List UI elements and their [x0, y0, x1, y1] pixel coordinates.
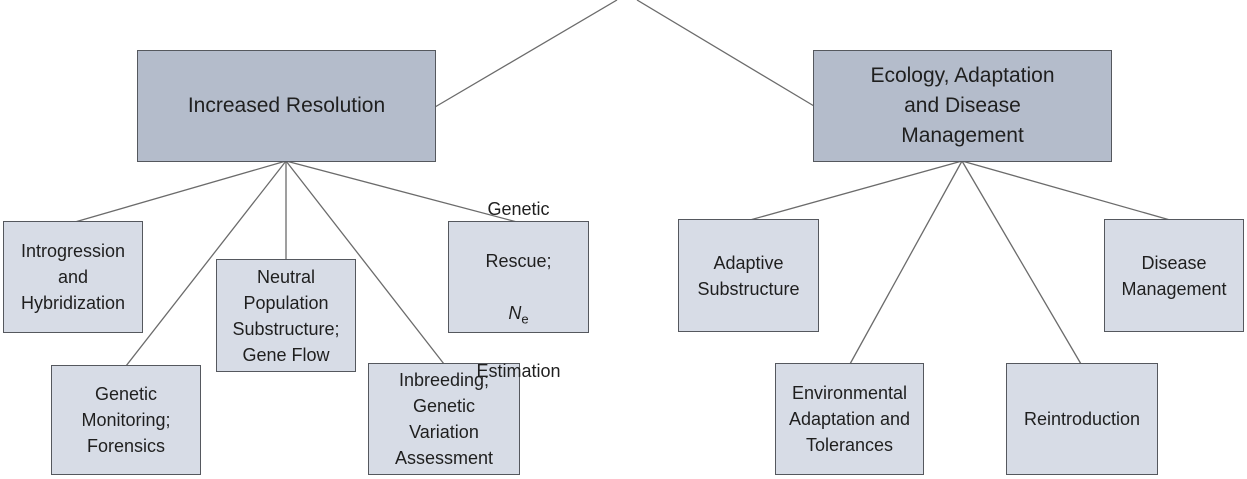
connector-introgression: [74, 160, 287, 223]
increased-resolution-label: Increased Resolution: [187, 94, 386, 117]
genetic-rescue-line4: Estimation: [476, 361, 561, 382]
ecology-adaptation-label: Ecology, Adaptation and Disease Manageme…: [870, 64, 1055, 147]
neutral-population-label: Neutral Population Substructure; Gene Fl…: [232, 266, 340, 365]
connector-genetic-rescue: [285, 160, 518, 223]
increased-resolution-box: Increased Resolution: [137, 50, 436, 162]
environmental-adaptation-box: Environmental Adaptation and Tolerances: [775, 363, 924, 475]
genetic-rescue-line2: Rescue;: [485, 250, 552, 271]
adaptive-substructure-box: Adaptive Substructure: [678, 219, 819, 332]
genetic-monitoring-box: Genetic Monitoring; Forensics: [51, 365, 201, 475]
neutral-population-box: Neutral Population Substructure; Gene Fl…: [216, 259, 356, 372]
environmental-adaptation-label: Environmental Adaptation and Tolerances: [788, 383, 911, 455]
introgression-box: Introgression and Hybridization: [3, 221, 143, 333]
connector-disease-management: [961, 160, 1171, 221]
inbreeding-label: Inbreeding; Genetic Variation Assessment: [394, 370, 494, 468]
ecology-adaptation-box: Ecology, Adaptation and Disease Manageme…: [813, 50, 1112, 162]
genetic-rescue-box: Genetic Rescue; Ne Estimation: [448, 199, 589, 381]
connector-root-right: [636, 0, 815, 107]
disease-management-label: Disease Management: [1121, 252, 1227, 299]
connector-environmental-adaptation: [849, 160, 963, 365]
connector-reintroduction: [961, 160, 1082, 365]
connector-root-left: [434, 0, 618, 108]
genetic-monitoring-label: Genetic Monitoring; Forensics: [81, 384, 171, 456]
connector-genetic-monitoring: [125, 160, 287, 367]
connector-inbreeding: [285, 160, 445, 365]
genetic-rescue-line1: Genetic: [487, 198, 550, 219]
ne-symbol: N: [508, 302, 522, 323]
ne-subscript: e: [521, 311, 529, 327]
connector-adaptive-substructure: [749, 160, 963, 221]
inbreeding-box: Inbreeding; Genetic Variation Assessment: [368, 363, 520, 475]
disease-management-box: Disease Management: [1104, 219, 1244, 332]
genetic-rescue-label: Genetic Rescue; Ne Estimation: [476, 170, 560, 385]
introgression-label: Introgression and Hybridization: [20, 241, 126, 313]
reintroduction-box: Reintroduction: [1006, 363, 1158, 475]
reintroduction-label: Reintroduction: [1023, 409, 1141, 429]
adaptive-substructure-label: Adaptive Substructure: [697, 252, 800, 299]
